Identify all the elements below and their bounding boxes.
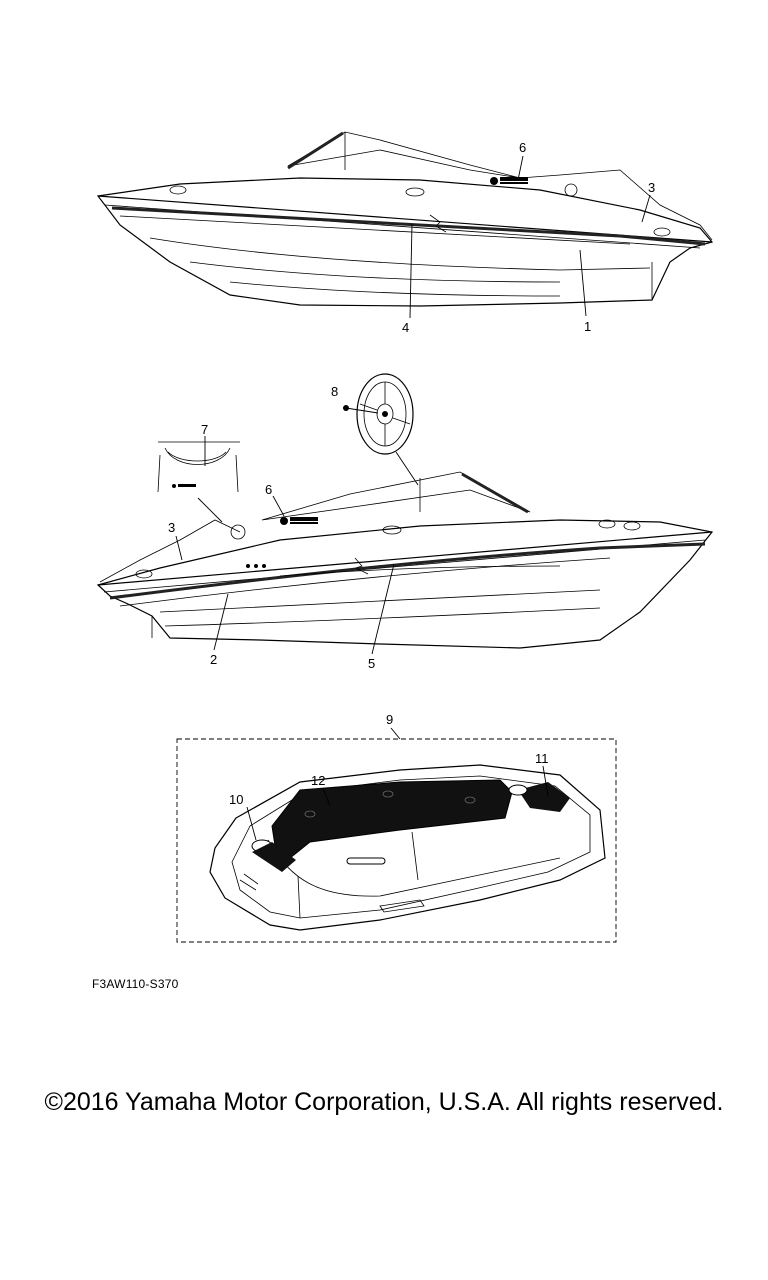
callout-11: 11	[535, 751, 549, 766]
callout-12: 12	[311, 773, 325, 788]
callout-8: 8	[331, 384, 338, 399]
callout-1: 1	[584, 319, 591, 334]
callout-5: 5	[368, 656, 375, 671]
callout-6-top: 6	[519, 140, 526, 155]
middle-callouts: 6 3 2 5	[168, 482, 395, 671]
top-callouts: 6 3 4 1	[402, 140, 655, 335]
decal-7-inset: 7	[157, 422, 240, 523]
callout-3-top: 3	[648, 180, 655, 195]
callout-7: 7	[201, 422, 208, 437]
boat-port-side-view	[96, 131, 714, 307]
callout-10: 10	[229, 792, 243, 807]
steering-wheel: 8	[331, 373, 419, 486]
callout-4: 4	[402, 320, 409, 335]
mat-kit-group: 9 12 11 10	[176, 712, 617, 943]
drawing-id: F3AW110-S370	[92, 977, 179, 991]
callout-2: 2	[210, 652, 217, 667]
callout-6-middle: 6	[265, 482, 272, 497]
callout-3-middle: 3	[168, 520, 175, 535]
boat-starboard-side-view	[96, 471, 714, 649]
callout-9: 9	[386, 712, 393, 727]
copyright-notice: ©2016 Yamaha Motor Corporation, U.S.A. A…	[44, 1088, 724, 1116]
